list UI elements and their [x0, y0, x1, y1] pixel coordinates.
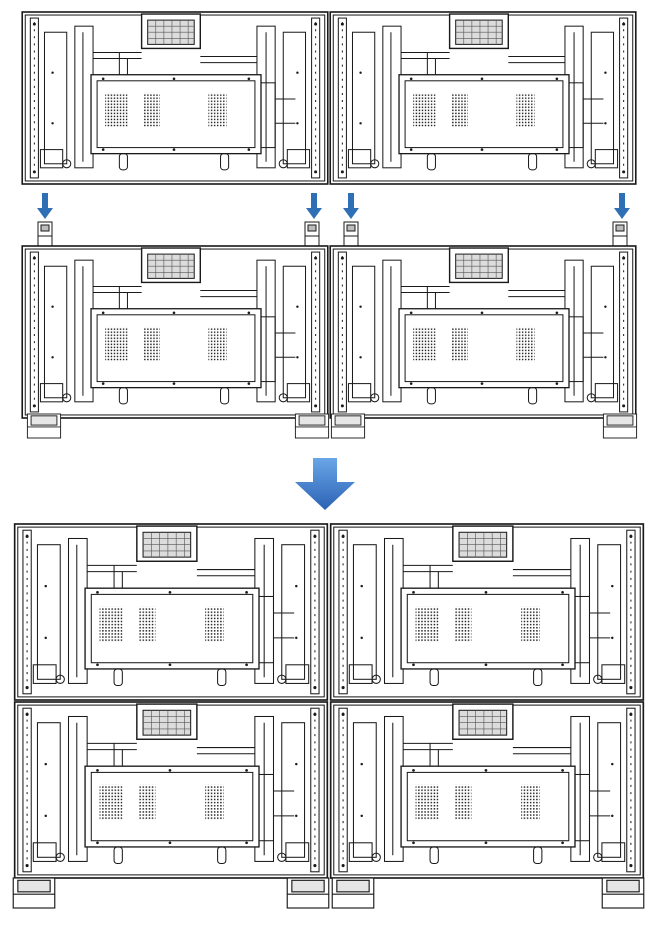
placement-arrow-2: [306, 193, 322, 219]
panel-bottom-left: [21, 245, 329, 419]
transition-arrow: [295, 458, 355, 510]
wall-panel-bottom-right: [329, 701, 645, 879]
panel-top-right: [329, 11, 637, 185]
stage-bottom-row: [21, 221, 638, 439]
placement-arrow-3: [343, 193, 359, 219]
wall-panel-bottom-left: [13, 701, 329, 879]
panel-bottom-right: [329, 245, 637, 419]
panel-top-left: [21, 11, 329, 185]
mounting-post-4: [612, 221, 628, 247]
stand-foot-1: [26, 413, 62, 439]
placement-arrow-4: [614, 193, 630, 219]
stand-foot-4: [602, 413, 638, 439]
wall-panel-top-left: [13, 523, 329, 701]
stand-foot-2: [294, 413, 330, 439]
mounting-post-2: [304, 221, 320, 247]
wall-foot-3: [331, 877, 375, 909]
wall-foot-2: [286, 877, 330, 909]
wall-foot-4: [601, 877, 645, 909]
placement-arrows: [37, 193, 630, 219]
wall-panel-top-right: [329, 523, 645, 701]
mounting-post-3: [343, 221, 359, 247]
mounting-post-1: [37, 221, 53, 247]
stage-top-row: [21, 11, 637, 185]
placement-arrow-1: [37, 193, 53, 219]
wall-foot-1: [12, 877, 56, 909]
stand-foot-3: [330, 413, 366, 439]
stage-assembled-wall: [12, 523, 645, 909]
